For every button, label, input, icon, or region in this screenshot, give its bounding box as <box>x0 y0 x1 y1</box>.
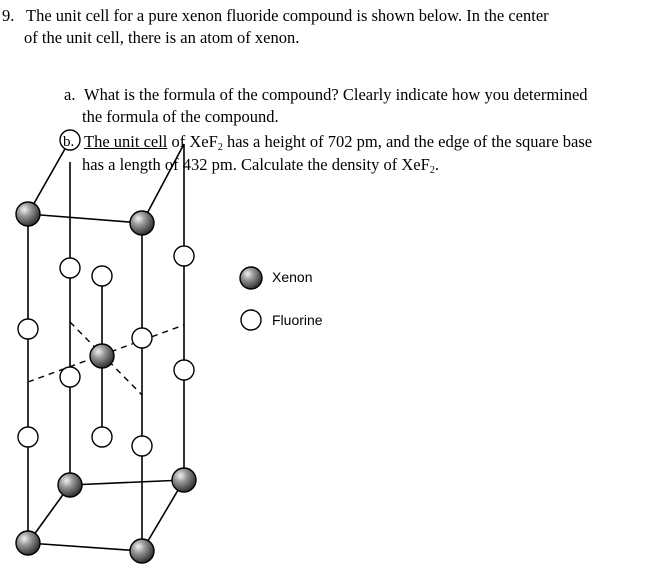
xenon-atom <box>129 210 155 236</box>
fluorine-atom <box>91 265 113 287</box>
edge <box>27 542 143 552</box>
part-a-line-1: What is the formula of the compound? Cle… <box>84 85 588 104</box>
part-b-seg2: has a height of 702 pm, and the edge of … <box>222 132 593 151</box>
xenon-atom <box>57 472 83 498</box>
edge <box>141 479 185 552</box>
legend-fluorine-swatch <box>240 309 262 331</box>
question-text-line-2: of the unit cell, there is an atom of xe… <box>24 28 300 47</box>
fluorine-atoms <box>17 245 195 457</box>
part-b-letter: b. <box>63 134 74 150</box>
fluorine-atom <box>173 359 195 381</box>
legend-fluorine-label: Fluorine <box>272 312 323 328</box>
part-b-line2-start: has a length of 432 pm. Calculate the de… <box>82 155 430 174</box>
xenon-atom <box>171 467 197 493</box>
fluorine-atom <box>59 366 81 388</box>
fluorine-atom <box>59 257 81 279</box>
xenon-atoms <box>15 201 197 564</box>
legend-xenon-swatch <box>239 266 263 290</box>
fluorine-atom <box>131 435 153 457</box>
edge <box>27 213 143 224</box>
part-a-line-2: the formula of the compound. <box>82 107 279 126</box>
edge <box>141 143 185 224</box>
part-b-line-2: has a length of 432 pm. Calculate the de… <box>82 155 439 176</box>
part-b-sub: 2 <box>217 142 223 153</box>
diagonal-guides <box>27 321 185 396</box>
part-b-line-1: The unit cell of XeF2 has a height of 70… <box>84 132 593 153</box>
question-number: 9. <box>2 6 15 25</box>
part-b-line2-end: . <box>434 155 439 174</box>
cell-edges <box>27 139 185 552</box>
fluorine-atom <box>91 426 113 448</box>
fluorine-atom <box>59 129 81 151</box>
xenon-atom <box>15 530 41 556</box>
part-b-underlined: The unit cell <box>84 132 168 151</box>
fluorine-atom <box>131 327 153 349</box>
xenon-atom <box>15 201 41 227</box>
fluorine-atom <box>17 318 39 340</box>
fluorine-atom <box>173 245 195 267</box>
fluorine-atom <box>17 426 39 448</box>
xenon-atom-center <box>89 343 115 369</box>
part-a-letter: a. <box>64 85 76 104</box>
edge <box>69 479 185 486</box>
part-b-sub2: 2 <box>429 165 435 176</box>
legend-xenon-label: Xenon <box>272 269 313 285</box>
edge <box>27 139 71 215</box>
guide <box>27 324 185 383</box>
question-text-line-1: The unit cell for a pure xenon fluoride … <box>26 6 549 25</box>
xenon-atom <box>129 538 155 564</box>
